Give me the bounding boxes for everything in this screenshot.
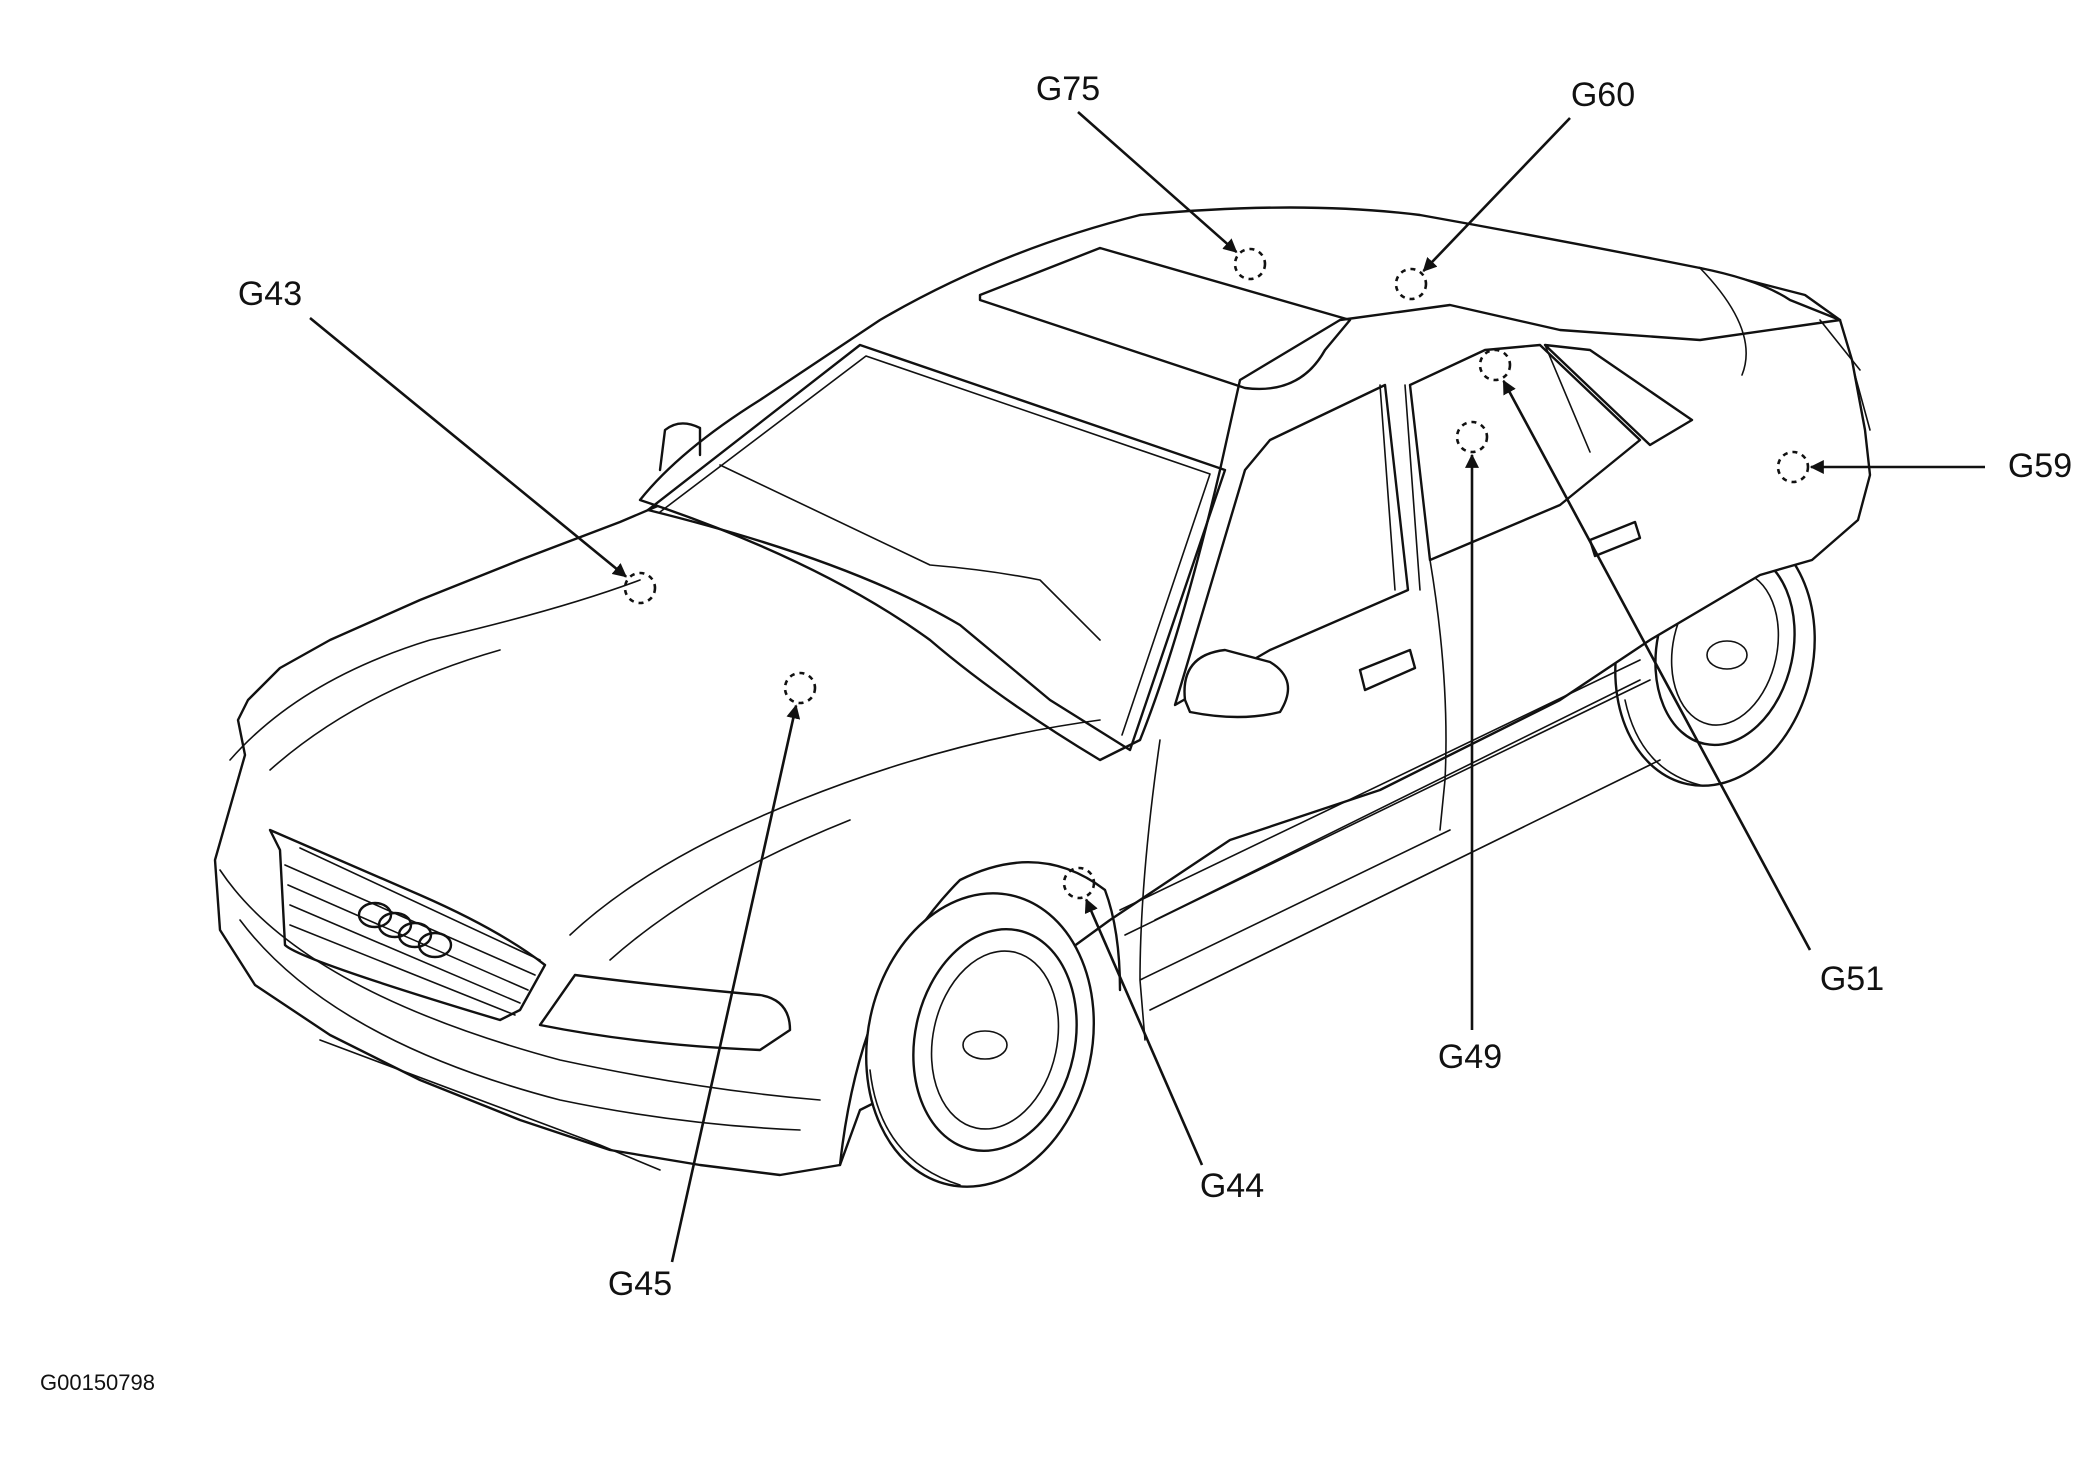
car-roof	[638, 206, 1842, 762]
front-bumper	[219, 869, 821, 1171]
windshield	[646, 343, 1227, 752]
side-moulding	[1119, 659, 1661, 1011]
ground-label-g59: G59	[2008, 447, 2072, 485]
ground-point-g60	[1394, 267, 1428, 301]
rear-door-handle	[1588, 520, 1642, 558]
ground-point-g51	[1478, 348, 1512, 382]
headlight	[538, 973, 792, 1052]
ground-point-g59	[1776, 450, 1810, 484]
sunroof	[978, 246, 1352, 391]
ground-label-g45: G45	[608, 1265, 672, 1303]
ground-label-g60: G60	[1571, 76, 1635, 114]
ground-label-g44: G44	[1200, 1167, 1264, 1205]
leader-line-g43	[309, 316, 627, 578]
hood-creases	[229, 579, 1101, 961]
leader-line-g75	[1077, 111, 1238, 254]
front-grille	[268, 828, 547, 1022]
leader-line-g45	[670, 704, 801, 1263]
ground-label-g51: G51	[1820, 960, 1884, 998]
roof-antenna	[658, 422, 702, 472]
trunk-lines	[1699, 267, 1871, 431]
ground-point-g43	[623, 571, 657, 605]
ground-label-g49: G49	[1438, 1038, 1502, 1076]
leader-line-g51	[1502, 379, 1812, 951]
front-door-handle	[1358, 648, 1417, 692]
leader-line-g60	[1422, 117, 1571, 272]
quarter-window	[1543, 343, 1694, 447]
front-wheel	[865, 892, 1095, 1188]
ground-label-g43: G43	[238, 275, 302, 313]
car-illustration	[213, 206, 1872, 1188]
leader-line-g44	[1084, 898, 1204, 1166]
ground-point-g44	[1062, 866, 1096, 900]
ground-point-g49	[1455, 420, 1489, 454]
front-door-window	[1173, 383, 1410, 707]
figure-id: G00150798	[40, 1370, 155, 1395]
ground-point-g75	[1233, 247, 1267, 281]
side-mirror	[1183, 648, 1290, 719]
ground-point-g45	[783, 671, 817, 705]
door-seams	[1139, 559, 1641, 1041]
ground-label-g75: G75	[1036, 70, 1100, 108]
